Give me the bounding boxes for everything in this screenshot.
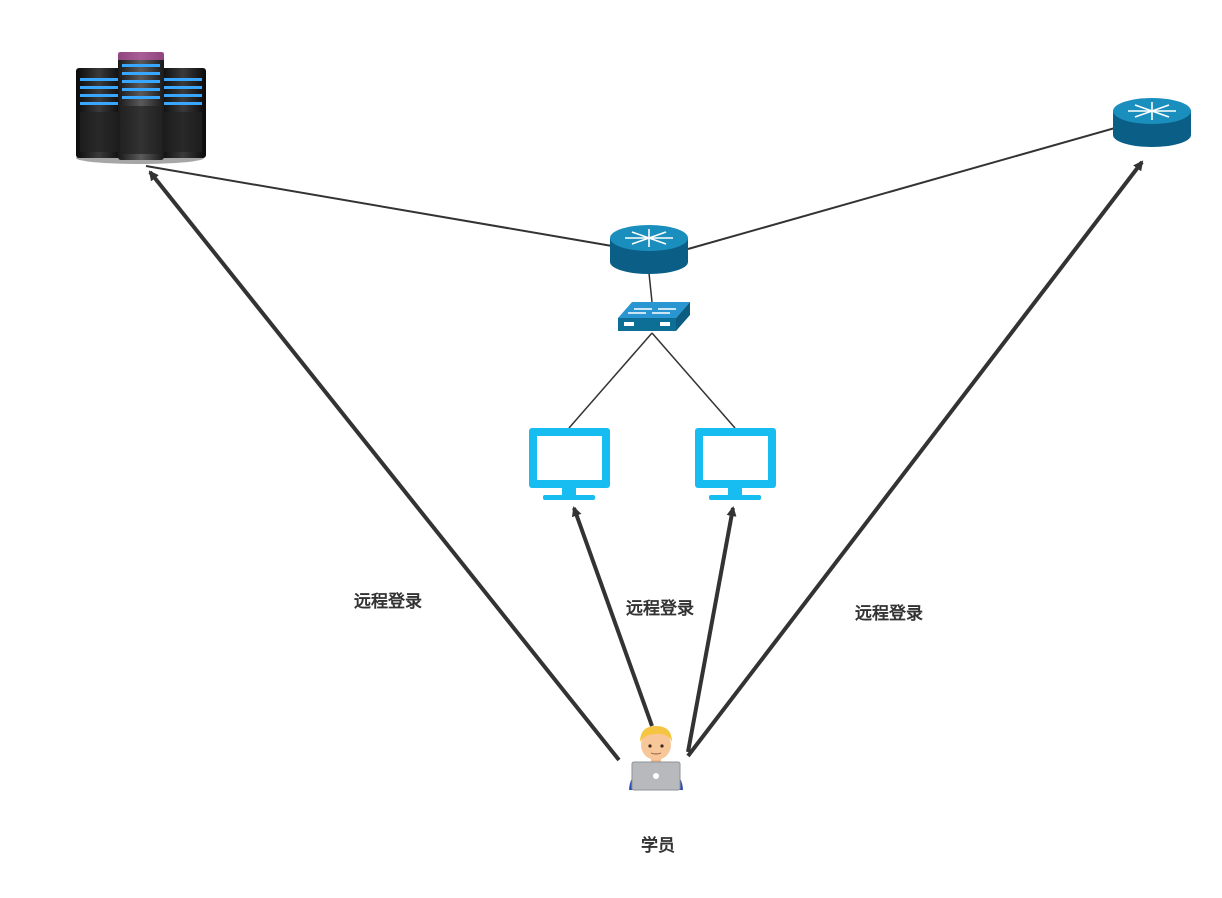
server-rack-icon <box>76 52 206 164</box>
link-server-router <box>145 165 613 247</box>
link-switch-monitor-left <box>568 332 653 429</box>
link-switch-monitor-right <box>651 332 736 429</box>
arrow-student-to-router-right <box>686 160 1144 758</box>
monitor-icon <box>529 428 610 500</box>
link-router-router-right <box>687 125 1123 250</box>
arrow-student-to-monitor-right <box>686 506 737 753</box>
router-icon-right <box>1113 98 1191 147</box>
edge-label-remote-login-right: 远程登录 <box>855 604 923 624</box>
link-router-switch <box>648 272 653 303</box>
student-laptop-icon <box>629 726 683 791</box>
router-icon <box>610 225 688 274</box>
monitor-icon-right <box>695 428 776 500</box>
arrow-student-to-server <box>148 170 621 762</box>
edge-label-remote-login-middle: 远程登录 <box>626 599 694 619</box>
arrow-student-to-monitor-left <box>571 506 654 727</box>
switch-icon <box>618 302 690 331</box>
edge-label-remote-login-left: 远程登录 <box>354 592 422 612</box>
student-label: 学员 <box>641 836 675 856</box>
